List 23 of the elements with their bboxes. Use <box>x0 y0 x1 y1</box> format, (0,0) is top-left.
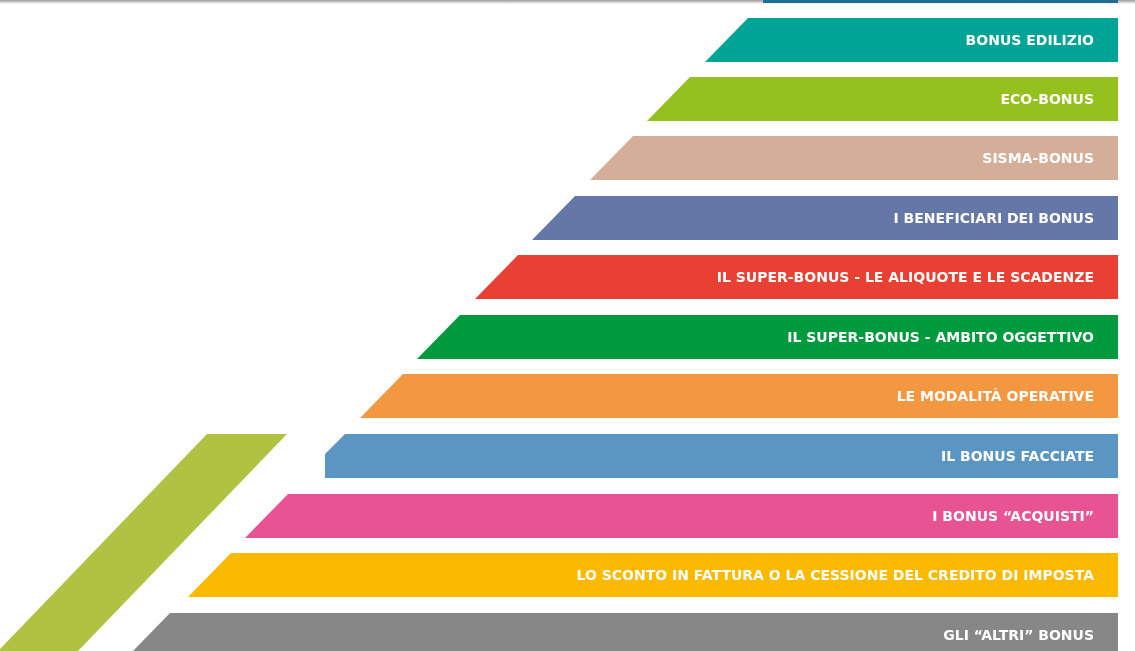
topic-title: IL BONUS FACCIATE <box>940 448 1094 464</box>
topic-title: I BENEFICIARI DEI BONUS <box>893 210 1094 226</box>
topic-banner <box>417 315 1118 359</box>
topic-title: LO SCONTO IN FATTURA O LA CESSIONE DEL CREDITO DI IMPOSTA <box>576 567 1094 583</box>
topic-banner <box>705 18 1118 62</box>
topic-title: GLI “ALTRI” BONUS <box>943 627 1094 643</box>
topic-title: BONUS EDILIZIO <box>965 32 1094 48</box>
topic-banner <box>590 136 1118 180</box>
bar-banner <box>763 0 1118 3</box>
topic-banner <box>475 255 1118 299</box>
topic-title: IL SUPER-BONUS - LE ALIQUOTE E LE SCADENZE <box>716 269 1094 285</box>
topic-banner <box>532 196 1118 240</box>
topic-banner <box>188 553 1118 597</box>
topic-title: IL SUPER-BONUS - AMBITO OGGETTIVO <box>787 329 1094 345</box>
topic-title: LE MODALITÀ OPERATIVE <box>896 388 1094 404</box>
topic-banner <box>133 613 1118 651</box>
topic-banner <box>325 434 1118 478</box>
topic-banner <box>360 374 1118 418</box>
topic-banner <box>647 77 1118 121</box>
topic-title: SISMA-BONUS <box>982 150 1094 166</box>
topic-title: I BONUS “ACQUISTI” <box>932 508 1094 524</box>
topic-title: ECO-BONUS <box>1000 91 1094 107</box>
topic-banner <box>245 494 1118 538</box>
